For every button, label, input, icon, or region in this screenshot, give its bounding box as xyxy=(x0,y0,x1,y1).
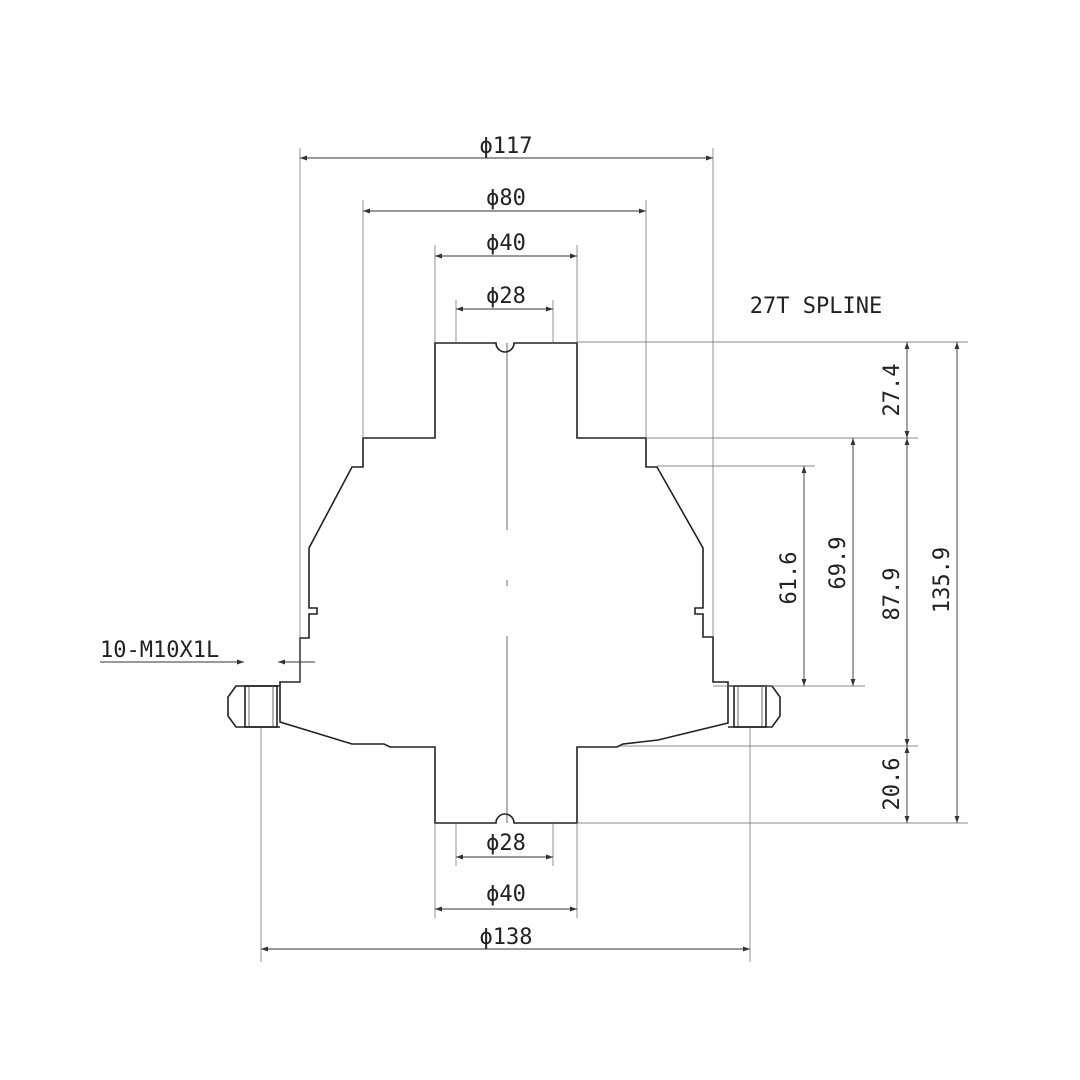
dimension-lines xyxy=(100,155,960,952)
note-spline: 27T SPLINE xyxy=(750,294,882,319)
label-h135-9: 135.9 xyxy=(930,547,955,613)
label-h20-6: 20.6 xyxy=(880,758,905,811)
right-flange-ear xyxy=(728,685,781,728)
label-h27-4: 27.4 xyxy=(880,364,905,417)
body-profile xyxy=(279,342,729,824)
label-d40-top: ϕ40 xyxy=(486,231,526,256)
left-thread-hole xyxy=(244,685,278,728)
label-h87-9: 87.9 xyxy=(880,568,905,621)
extension-lines xyxy=(260,148,968,962)
part-outline xyxy=(227,342,781,824)
note-thread: 10-M10X1L xyxy=(100,638,219,663)
label-d28-top: ϕ28 xyxy=(486,284,526,309)
label-h61-6: 61.6 xyxy=(777,552,802,605)
label-d117: ϕ117 xyxy=(480,134,533,159)
left-flange-ear xyxy=(227,685,280,728)
right-thread-hole xyxy=(733,685,767,728)
label-d40-bottom: ϕ40 xyxy=(486,882,526,907)
label-d28-bottom: ϕ28 xyxy=(486,831,526,856)
label-d138: ϕ138 xyxy=(480,925,533,950)
label-h69-9: 69.9 xyxy=(826,537,851,590)
dimension-labels: ϕ117 ϕ80 ϕ40 ϕ28 ϕ28 ϕ40 ϕ138 27.4 61.6 … xyxy=(100,134,955,950)
label-d80: ϕ80 xyxy=(486,186,526,211)
